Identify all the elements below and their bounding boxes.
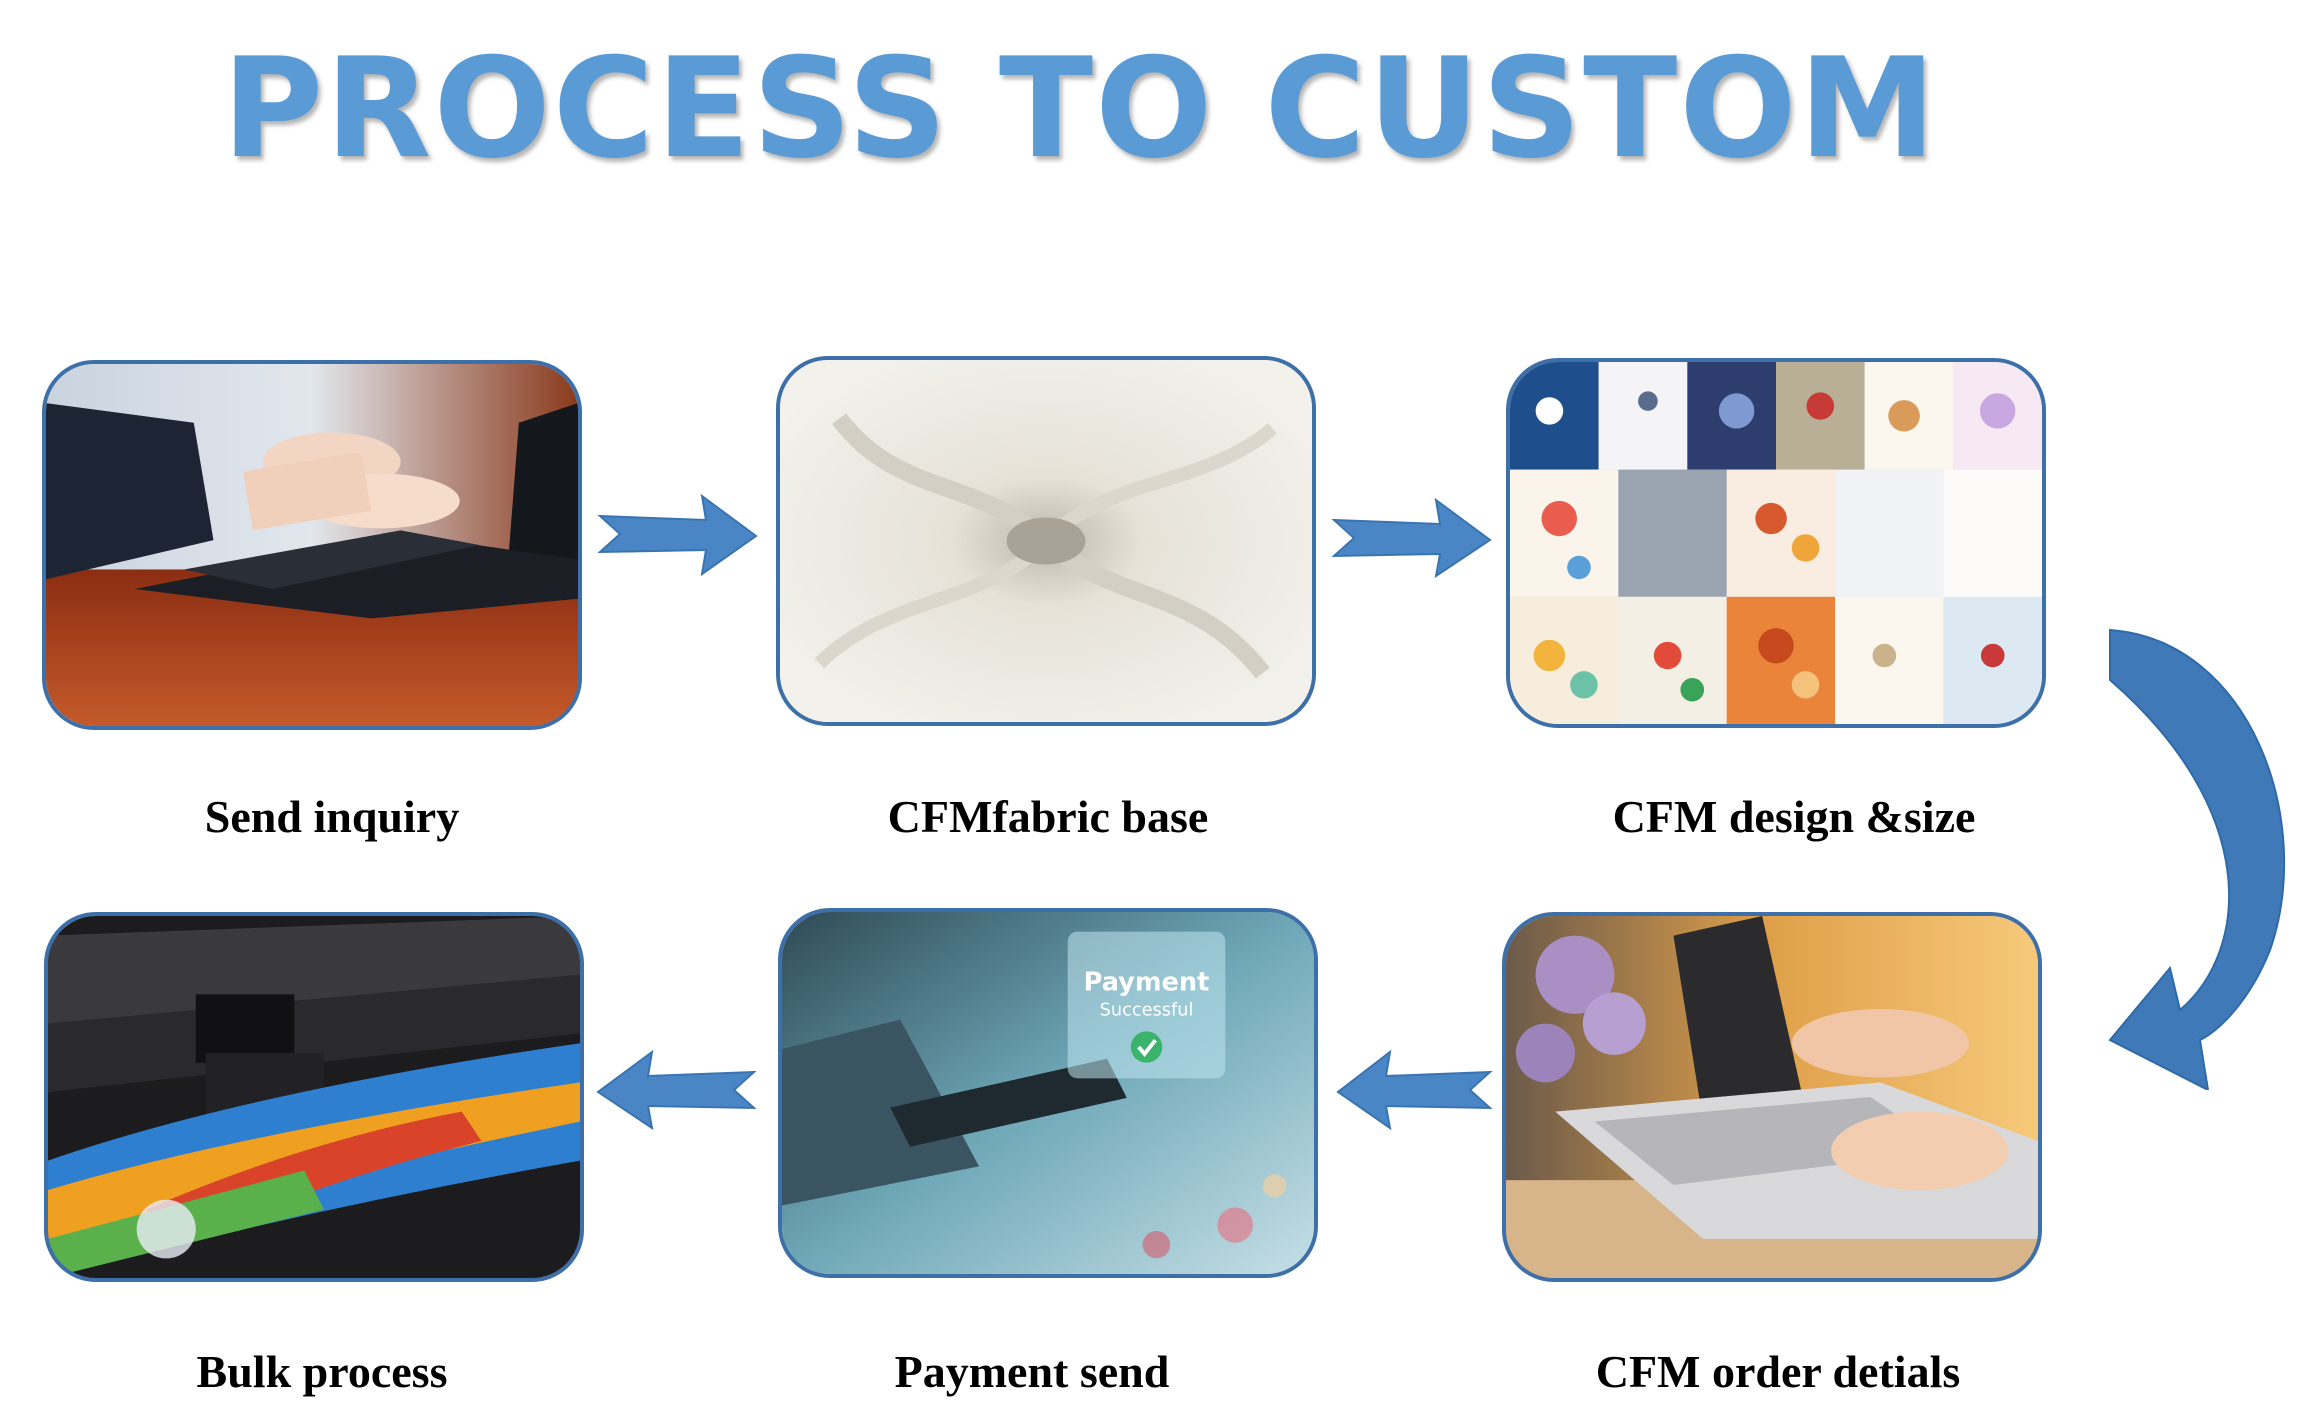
step-image-send-inquiry (42, 360, 582, 730)
step-image-payment-send: Payment Successful (778, 908, 1318, 1278)
step-label-design-size: CFM design &size (1612, 791, 1976, 842)
step-image-order-details (1502, 912, 2042, 1282)
step-image-bulk-process (44, 912, 584, 1282)
step-label-send-inquiry: Send inquiry (204, 791, 460, 842)
arrow-left-icon (1336, 1049, 1493, 1131)
step-label-payment-send: Payment send (894, 1346, 1170, 1397)
arrow-right-icon (1331, 497, 1492, 579)
arrow-right-icon (597, 493, 758, 577)
step-image-fabric-base (776, 356, 1316, 726)
arrow-left-icon (596, 1049, 757, 1131)
step-image-design-size (1506, 358, 2046, 728)
page-title: PROCESS TO CUSTOM (222, 28, 1938, 189)
step-label-bulk-process: Bulk process (196, 1346, 448, 1397)
step-label-fabric-base: CFMfabric base (887, 791, 1209, 842)
payment-overlay-title: Payment (1084, 967, 1210, 997)
curved-arrow-down-icon (2108, 628, 2286, 1090)
step-label-order-details: CFM order detials (1595, 1346, 1961, 1397)
payment-overlay-subtitle: Successful (1100, 1001, 1194, 1021)
